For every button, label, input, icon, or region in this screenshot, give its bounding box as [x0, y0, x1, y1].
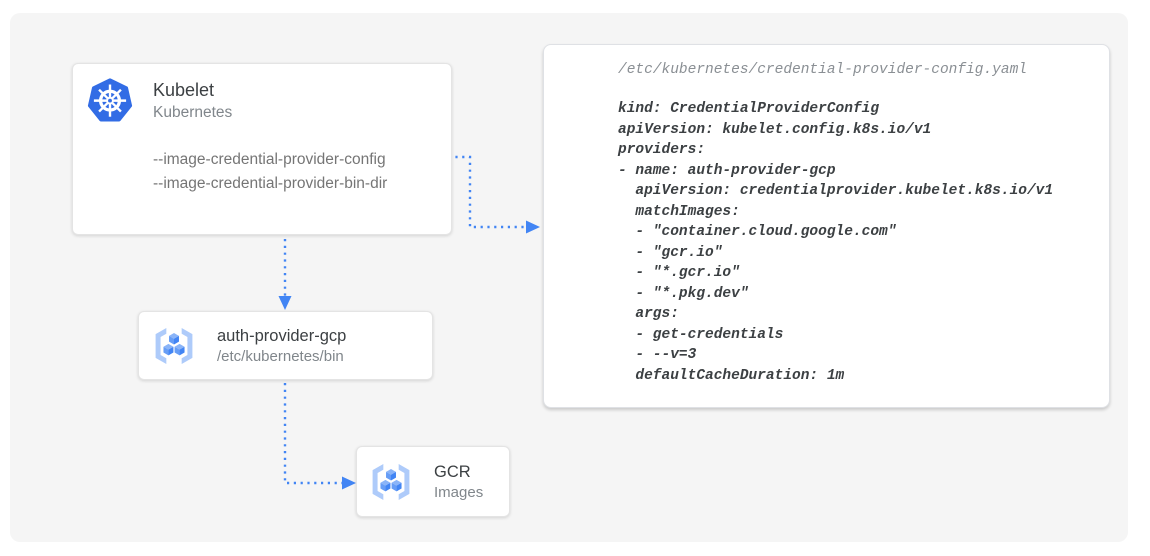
kubernetes-wheel-icon: [87, 78, 133, 122]
kubelet-flag-list: --image-credential-provider-config --ima…: [153, 148, 387, 196]
node-kubelet-header: Kubelet Kubernetes: [87, 78, 232, 124]
kubelet-flag-config: --image-credential-provider-config: [153, 151, 386, 168]
kubelet-flag-bin-dir: --image-credential-provider-bin-dir: [153, 175, 388, 192]
node-gcr: GCR Images: [356, 446, 510, 517]
credential-provider-config-panel: /etc/kubernetes/credential-provider-conf…: [543, 44, 1110, 408]
node-kubelet: Kubelet Kubernetes --image-credential-pr…: [72, 63, 452, 235]
container-registry-icon: [155, 327, 193, 364]
node-auth-provider-subtitle: /etc/kubernetes/bin: [217, 347, 344, 365]
node-gcr-title: GCR: [434, 462, 471, 481]
node-auth-provider-gcp: auth-provider-gcp /etc/kubernetes/bin: [138, 311, 433, 380]
node-kubelet-title: Kubelet: [153, 80, 215, 100]
node-auth-provider-title: auth-provider-gcp: [217, 326, 347, 345]
node-kubelet-subtitle: Kubernetes: [153, 104, 233, 121]
node-gcr-subtitle: Images: [434, 483, 484, 501]
code-yaml-body: kind: CredentialProviderConfig apiVersio…: [618, 101, 1054, 384]
container-registry-icon: [372, 463, 410, 500]
code-filename: /etc/kubernetes/credential-provider-conf…: [618, 62, 1027, 78]
